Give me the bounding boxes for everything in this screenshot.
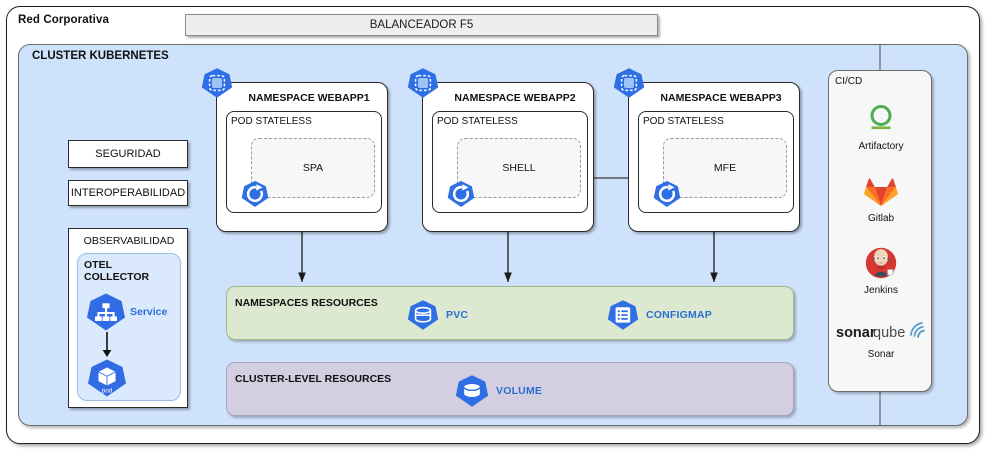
cluster-level-resources-band: CLUSTER-LEVEL RESOURCES VOLUME	[226, 362, 794, 416]
artifactory-label: Artifactory	[858, 141, 904, 152]
cicd-title: CI/CD	[835, 76, 863, 87]
pod-stateless-2: POD STATELESS SHELL	[432, 111, 588, 213]
app-shell-label: SHELL	[502, 162, 536, 174]
pod-stateless-3-label: POD STATELESS	[643, 116, 724, 127]
gitlab-icon	[829, 171, 933, 211]
artifactory-icon	[829, 99, 933, 139]
volume-icon	[455, 374, 489, 408]
tool-artifactory[interactable]: Artifactory	[829, 99, 933, 152]
app-mfe-label: MFE	[713, 162, 737, 174]
sonarqube-icon: sonar qube	[829, 317, 933, 347]
namespace-webapp1-title: NAMESPACE WEBAPP1	[248, 92, 370, 104]
namespace-webapp2[interactable]: NAMESPACE WEBAPP2 POD STATELESS SHELL	[407, 68, 594, 232]
sonar-label: Sonar	[867, 349, 895, 360]
app-mfe[interactable]: MFE	[653, 138, 787, 207]
volume-label: VOLUME	[496, 385, 543, 397]
interoperabilidad-label: INTEROPERABILIDAD	[70, 187, 186, 199]
observabilidad-box: OBSERVABILIDAD OTEL COLLECTOR	[68, 228, 188, 408]
pod-stateless-3: POD STATELESS MFE	[638, 111, 794, 213]
sonarqube-wordmark-bold: sonar	[836, 325, 876, 341]
jenkins-label: Jenkins	[864, 285, 898, 296]
otel-collector-box: OTEL COLLECTOR	[77, 253, 181, 401]
otel-collector-label: OTEL COLLECTOR	[84, 259, 149, 283]
pod-icon-caption: pod	[102, 388, 113, 395]
seguridad-box: SEGURIDAD	[68, 140, 188, 168]
tool-jenkins[interactable]: Jenkins	[829, 243, 933, 296]
namespace-icon	[201, 67, 233, 99]
otel-collector-label-line2: COLLECTOR	[84, 271, 150, 283]
otel-collector-label-line1: OTEL	[84, 259, 112, 271]
otel-service-row: Service	[86, 292, 167, 332]
namespaces-resources-title: NAMESPACES RESOURCES	[235, 297, 378, 309]
resource-configmap[interactable]: CONFIGMAP	[607, 299, 712, 331]
cluster-kubernetes-label: CLUSTER KUBERNETES	[32, 50, 169, 62]
sonarqube-wordmark-light: qube	[873, 325, 905, 341]
service-label: Service	[130, 306, 168, 318]
pvc-icon	[407, 299, 439, 331]
configmap-label: CONFIGMAP	[646, 309, 712, 321]
app-shell[interactable]: SHELL	[447, 138, 581, 207]
tool-sonarqube[interactable]: sonar qube Sonar	[829, 317, 933, 360]
pvc-label: PVC	[446, 309, 469, 321]
namespace-webapp1[interactable]: NAMESPACE WEBAPP1 POD STATELESS SPA	[201, 68, 388, 232]
jenkins-icon	[829, 243, 933, 283]
pod-icon: pod	[87, 358, 127, 398]
deployment-icon	[447, 180, 475, 208]
pod-stateless-1-label: POD STATELESS	[231, 116, 312, 127]
observabilidad-label: OBSERVABILIDAD	[83, 235, 175, 247]
namespace-webapp3[interactable]: NAMESPACE WEBAPP3 POD STATELESS MFE	[613, 68, 800, 232]
namespace-webapp3-title: NAMESPACE WEBAPP3	[660, 92, 782, 104]
tool-gitlab[interactable]: Gitlab	[829, 171, 933, 224]
gitlab-label: Gitlab	[867, 213, 895, 224]
cluster-level-resources-title: CLUSTER-LEVEL RESOURCES	[235, 373, 392, 385]
pod-stateless-1: POD STATELESS SPA	[226, 111, 382, 213]
pod-stateless-2-label: POD STATELESS	[437, 116, 518, 127]
service-icon	[86, 292, 126, 332]
deployment-icon	[653, 180, 681, 208]
app-spa[interactable]: SPA	[241, 138, 375, 207]
namespace-icon	[407, 67, 439, 99]
configmap-icon	[607, 299, 639, 331]
namespaces-resources-band: NAMESPACES RESOURCES PVC	[226, 286, 794, 340]
seguridad-label: SEGURIDAD	[95, 148, 161, 160]
balanceador-f5-label: BALANCEADOR F5	[369, 19, 474, 31]
namespace-icon	[613, 67, 645, 99]
red-corporativa-label: Red Corporativa	[18, 14, 109, 26]
resource-volume[interactable]: VOLUME	[455, 374, 542, 408]
balanceador-f5-box: BALANCEADOR F5	[185, 14, 658, 36]
deployment-icon	[241, 180, 269, 208]
app-spa-label: SPA	[302, 162, 324, 174]
namespace-webapp2-title: NAMESPACE WEBAPP2	[454, 92, 576, 104]
otel-arrow	[102, 332, 112, 357]
interoperabilidad-box: INTEROPERABILIDAD	[68, 180, 188, 206]
resource-pvc[interactable]: PVC	[407, 299, 468, 331]
cicd-panel: CI/CD Artifactory	[828, 70, 932, 392]
